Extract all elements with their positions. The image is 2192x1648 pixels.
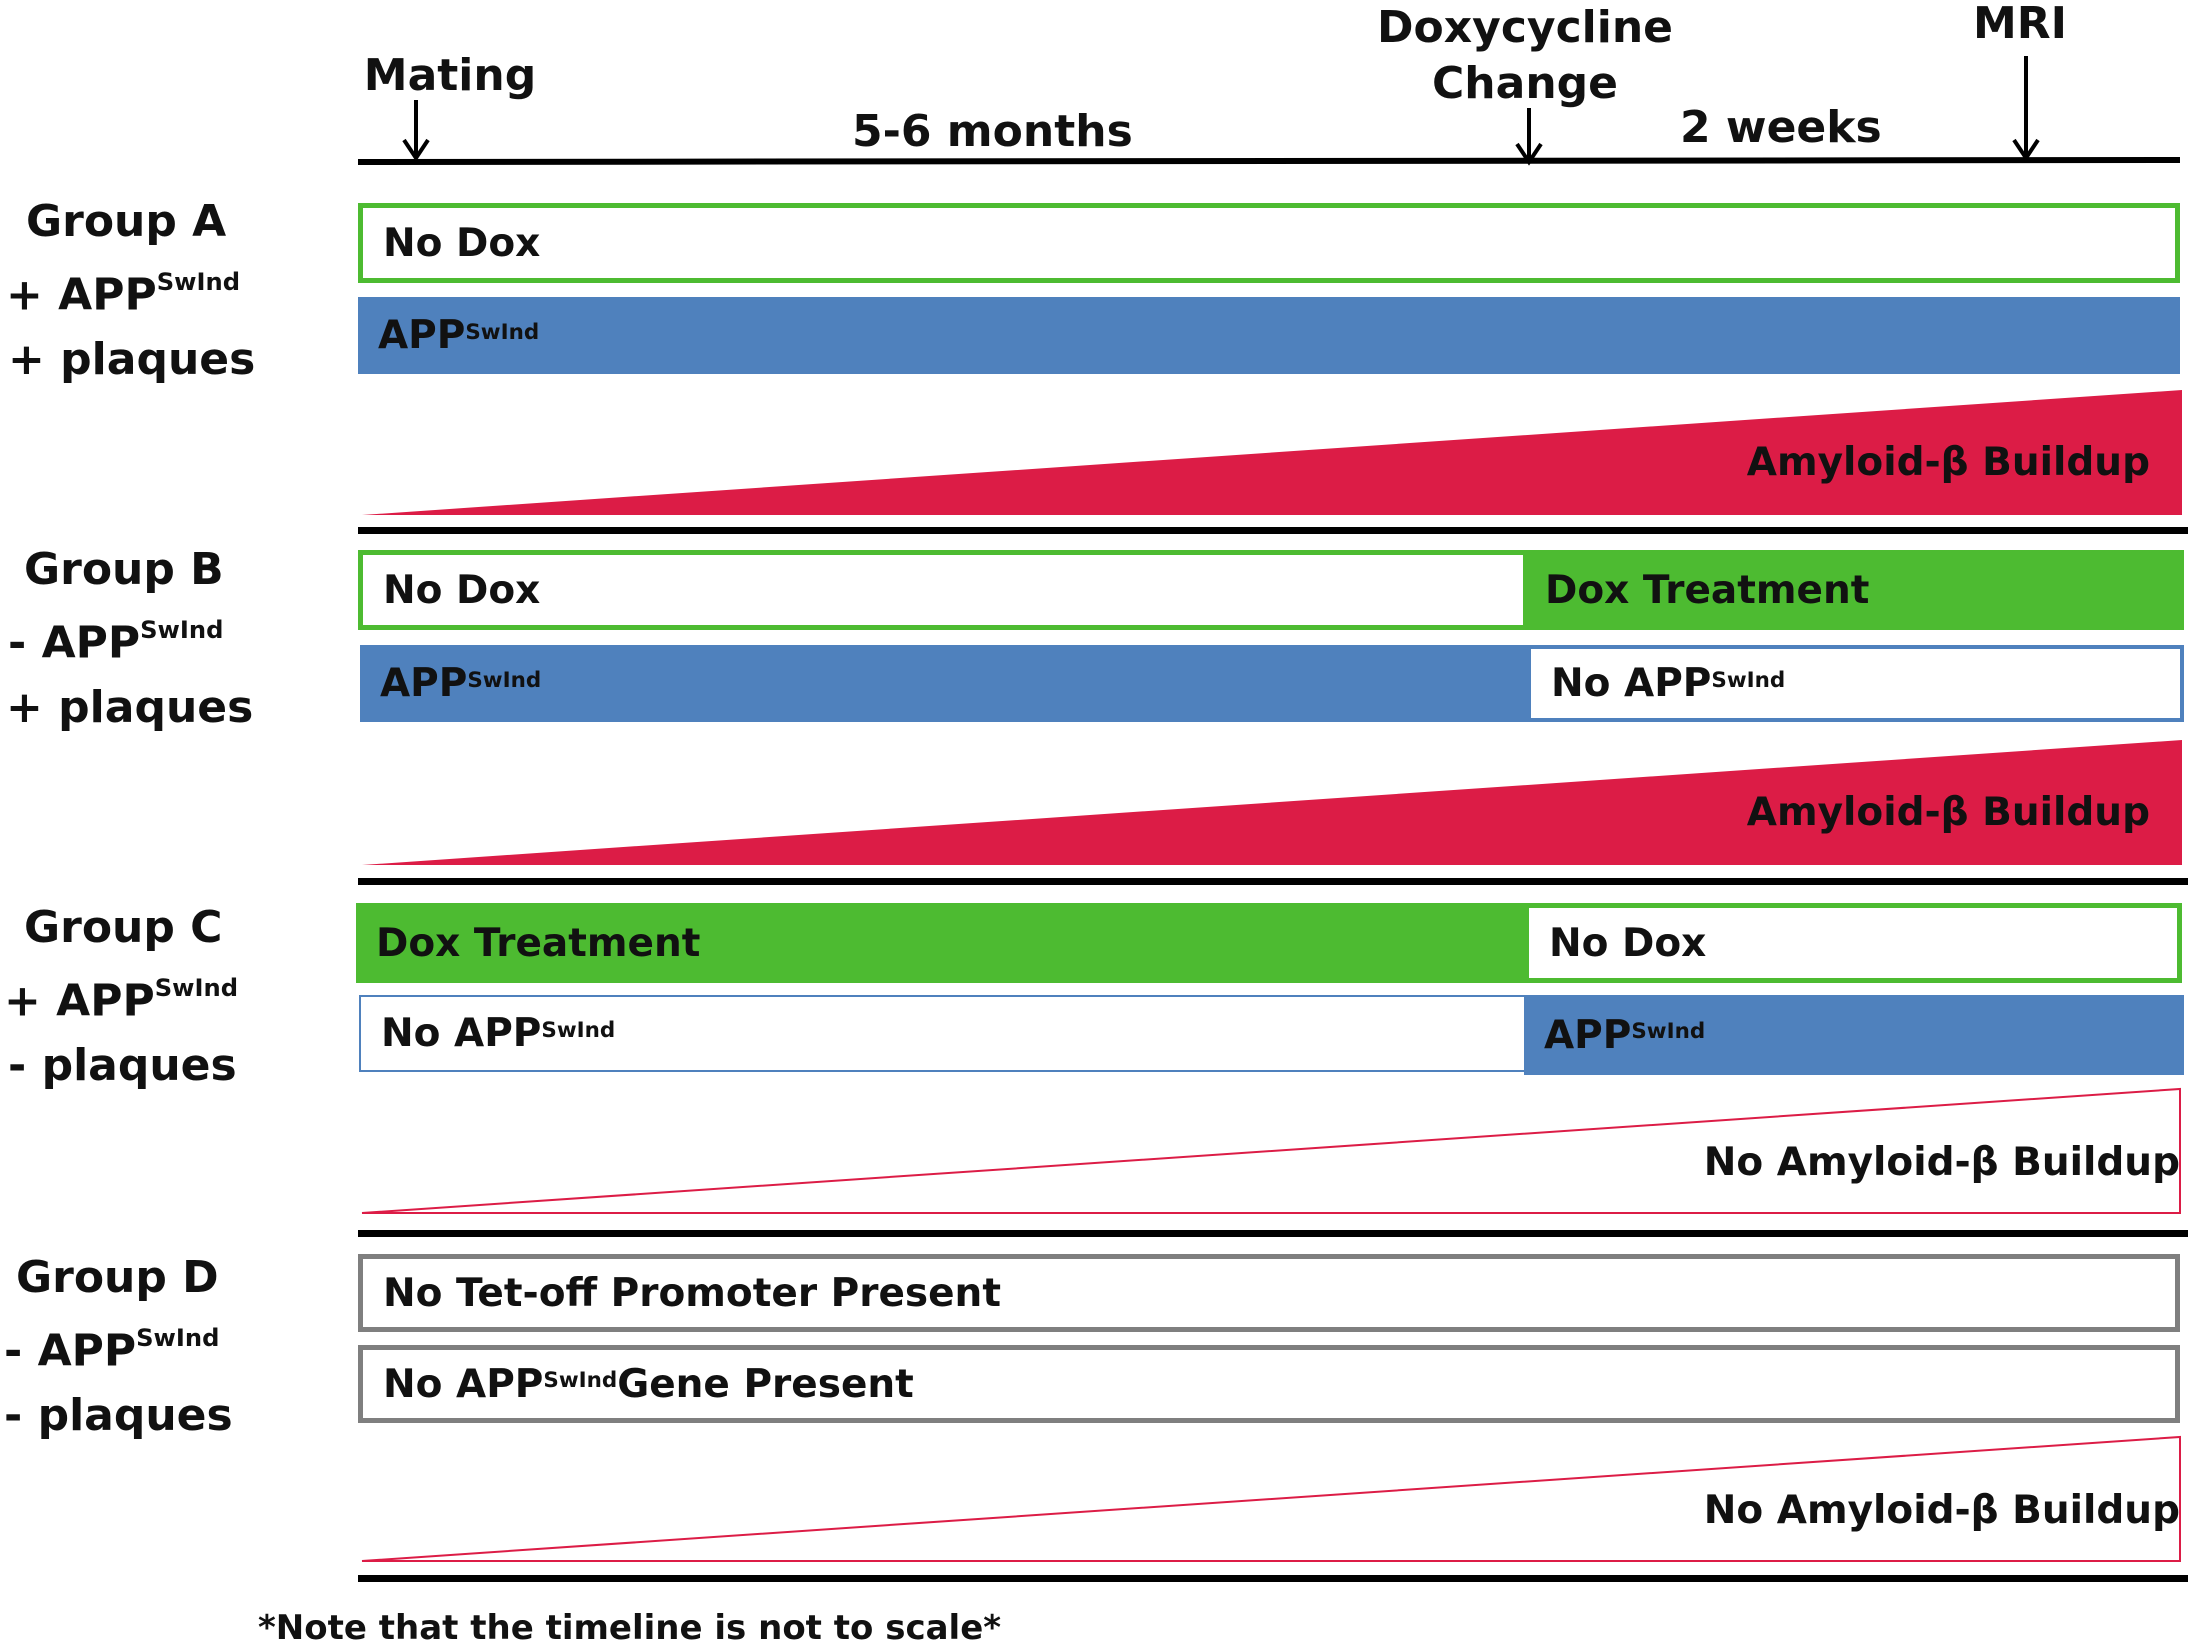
mri-label: MRI xyxy=(1972,0,2068,49)
timeline-axis xyxy=(357,56,2181,166)
group-b-app-status: - APPSwInd xyxy=(8,616,224,669)
doxycycline-label-line2: Change xyxy=(1432,58,1618,109)
group-d-buildup-label: No Amyloid-β Buildup xyxy=(1703,1488,2180,1533)
group-b-divider xyxy=(358,878,2188,885)
group-d-label: Group D - APPSwInd - plaques xyxy=(0,1246,233,1448)
scale-note: *Note that the timeline is not to scale* xyxy=(258,1608,1002,1648)
group-a-label: Group A + APPSwInd + plaques xyxy=(0,190,256,392)
group-d-name: Group D xyxy=(16,1252,219,1303)
group-c-app-status: + APPSwInd xyxy=(4,974,239,1027)
group-a-plaque-status: + plaques xyxy=(8,333,256,385)
group-c-buildup-label: No Amyloid-β Buildup xyxy=(1703,1140,2180,1185)
group-b-buildup-wedge xyxy=(362,740,2182,865)
group-d-app-status: - APPSwInd xyxy=(4,1324,220,1377)
group-b-label: Group B - APPSwInd + plaques xyxy=(0,538,254,740)
group-c-name: Group C xyxy=(24,902,223,953)
group-a-buildup-wedge xyxy=(362,390,2182,515)
group-c-dox-treatment-bar: Dox Treatment xyxy=(356,903,1528,983)
group-b-plaque-status: + plaques xyxy=(6,681,254,733)
group-a-divider xyxy=(358,527,2188,534)
doxycycline-arrow-icon xyxy=(1515,108,1543,166)
group-d-plaque-status: - plaques xyxy=(4,1389,233,1441)
timeline-line xyxy=(357,157,2181,165)
group-b-dox-treatment-bar: Dox Treatment xyxy=(1525,550,2184,630)
period-5-6-months: 5-6 months xyxy=(852,106,1133,157)
group-b-name: Group B xyxy=(24,544,224,595)
group-c-divider xyxy=(358,1230,2188,1237)
group-c-label: Group C + APPSwInd - plaques xyxy=(0,896,239,1098)
group-c-plaque-status: - plaques xyxy=(8,1039,237,1091)
mri-arrow-icon xyxy=(2012,56,2040,162)
mating-arrow-icon xyxy=(402,100,430,162)
group-d-buildup-wedge xyxy=(361,1435,2181,1562)
group-a-name: Group A xyxy=(26,196,227,247)
group-a-buildup-label: Amyloid-β Buildup xyxy=(1746,440,2150,485)
doxycycline-label: Doxycycline Change xyxy=(1360,0,1690,112)
mating-label: Mating xyxy=(363,50,537,101)
group-d-divider xyxy=(358,1575,2188,1582)
group-a-dox-bar: No Dox xyxy=(358,203,2180,283)
doxycycline-label-line1: Doxycycline xyxy=(1377,2,1673,53)
period-2-weeks: 2 weeks xyxy=(1680,102,1882,153)
group-b-buildup-label: Amyloid-β Buildup xyxy=(1746,790,2150,835)
group-a-app-status: + APPSwInd xyxy=(6,268,241,321)
group-c-no-dox-bar: No Dox xyxy=(1524,903,2182,983)
group-c-buildup-wedge xyxy=(361,1087,2181,1214)
group-b-no-dox-bar: No Dox xyxy=(358,550,1528,630)
group-d-promoter-bar: No Tet-off Promoter Present xyxy=(358,1254,2180,1332)
